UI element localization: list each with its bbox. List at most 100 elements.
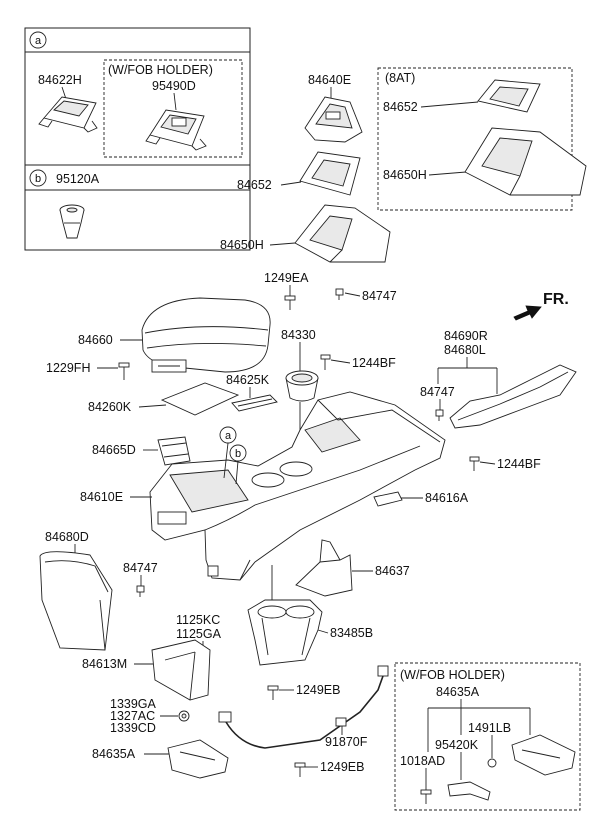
- part-1249EB-screw-bottom: [294, 762, 306, 777]
- part-1229FH-screw: [118, 362, 130, 380]
- label-1244BF-right: 1244BF: [497, 457, 541, 471]
- part-1339GA-nut: [178, 710, 190, 722]
- leader-marker-b: [235, 460, 239, 485]
- front-direction: FR.: [513, 291, 569, 321]
- label-1125KC: 1125KC: [176, 613, 220, 627]
- leader-84652-8at: [420, 101, 479, 108]
- label-84747-bottom: 84747: [123, 561, 158, 575]
- leader-1244BF-top: [330, 359, 351, 364]
- part-1244BF-screw-top: [320, 354, 331, 370]
- fob-holder-inset-frame: [394, 662, 581, 811]
- part-84616A-cover: [373, 491, 403, 507]
- label-84660: 84660: [78, 333, 113, 347]
- part-95420K-fob-holder-strap: [447, 781, 491, 801]
- label-84622H: 84622H: [38, 73, 82, 87]
- leader-84747-top: [344, 292, 361, 297]
- inset-a: a 84622H (W/FOB HOLDER) 95490D: [24, 27, 251, 166]
- part-1249EB-screw-top: [267, 685, 279, 700]
- label-1339GA: 1339GA: [110, 697, 157, 711]
- part-1491LB-nut: [487, 758, 497, 768]
- label-1249EB-bottom: 1249EB: [320, 760, 364, 774]
- label-84650H: 84650H: [220, 238, 264, 252]
- inset-a-marker-circle: [29, 31, 47, 49]
- part-84640E-holder: [304, 96, 363, 143]
- inset-b: b 95120A: [24, 164, 251, 251]
- fob-holder-inset: (W/FOB HOLDER) 84635A 1491LB 95420K 1018…: [394, 662, 581, 811]
- part-84635A-bracket: [167, 739, 229, 779]
- label-95420K: 95420K: [435, 738, 479, 752]
- part-91870F-wiring-harness: [218, 665, 389, 749]
- inset-a-frame: [24, 27, 251, 166]
- variant-8at: (8AT) 84652 84650H: [377, 67, 587, 211]
- label-1491LB: 1491LB: [468, 721, 511, 735]
- part-95490D-fob-holder: [145, 109, 207, 151]
- leader-84260K: [138, 404, 167, 408]
- part-84650H-panel: [294, 204, 391, 263]
- inset-a-fob-variant-frame: [103, 59, 243, 158]
- leader-84622H: [61, 86, 67, 100]
- marker-a: a: [225, 430, 232, 442]
- part-84330-cup-holder-insert: [285, 370, 319, 402]
- label-1229FH: 1229FH: [46, 361, 90, 375]
- label-84680L: 84680L: [444, 343, 486, 357]
- part-84652-8at-bezel: [477, 79, 541, 113]
- front-direction-label: FR.: [543, 291, 569, 308]
- part-84652-bezel: [299, 151, 361, 196]
- label-1125GA: 1125GA: [176, 627, 222, 641]
- leader-84650H-8at: [428, 171, 467, 176]
- part-84660-armrest: [141, 297, 271, 373]
- marker-b: b: [235, 448, 241, 460]
- part-1249EA-screw: [284, 295, 296, 310]
- part-84690R-side-trim: [449, 364, 577, 429]
- part-95120A-clip: [59, 204, 85, 239]
- variant-8at-title: (8AT): [385, 71, 415, 85]
- label-95120A: 95120A: [56, 172, 100, 186]
- leader-marker-a: [223, 442, 229, 479]
- label-84652-8at: 84652: [383, 100, 418, 114]
- leader-95490D: [173, 92, 177, 111]
- part-83485B-cup-holder: [247, 599, 323, 666]
- label-91870F: 91870F: [325, 735, 368, 749]
- label-84747-mid: 84747: [420, 385, 455, 399]
- label-84613M: 84613M: [82, 657, 127, 671]
- part-84622H-fob-holder: [38, 96, 98, 133]
- inset-b-marker: b: [35, 173, 41, 185]
- label-84635A: 84635A: [92, 747, 136, 761]
- label-84680D: 84680D: [45, 530, 89, 544]
- label-84610E: 84610E: [80, 490, 123, 504]
- part-1244BF-screw-right: [469, 456, 480, 471]
- label-84625K: 84625K: [226, 373, 270, 387]
- inset-b-frame: [24, 164, 251, 251]
- label-84637: 84637: [375, 564, 410, 578]
- label-84690R: 84690R: [444, 329, 488, 343]
- label-84635A-fob: 84635A: [436, 685, 480, 699]
- label-1018AD: 1018AD: [400, 754, 445, 768]
- label-83485B: 83485B: [330, 626, 373, 640]
- leader-84650H: [269, 242, 296, 246]
- label-1339CD: 1339CD: [110, 721, 156, 735]
- part-84680D-side-panel: [39, 551, 113, 651]
- leader-1244BF-right: [479, 461, 496, 465]
- inset-a-fob-title: (W/FOB HOLDER): [108, 63, 213, 77]
- fob-holder-inset-title: (W/FOB HOLDER): [400, 668, 505, 682]
- label-1244BF-top: 1244BF: [352, 356, 396, 370]
- leader-83485B: [317, 629, 329, 634]
- label-1327AC: 1327AC: [110, 709, 155, 723]
- part-84260K-mat: [160, 382, 240, 416]
- label-84665D: 84665D: [92, 443, 136, 457]
- part-84665D-pad: [157, 436, 191, 466]
- part-84637-bracket: [295, 539, 353, 597]
- front-arrow-icon: [513, 305, 542, 321]
- label-84652: 84652: [237, 178, 272, 192]
- label-84330: 84330: [281, 328, 316, 342]
- label-84616A: 84616A: [425, 491, 469, 505]
- part-84747-clip-mid: [435, 409, 444, 421]
- part-84747-clip-top: [335, 288, 344, 300]
- part-84613M-bracket: [151, 639, 211, 701]
- part-84650H-8at-panel: [464, 127, 587, 196]
- label-95490D: 95490D: [152, 79, 196, 93]
- part-84635A-fob-bracket: [511, 734, 576, 776]
- part-84625K-cover: [231, 394, 278, 412]
